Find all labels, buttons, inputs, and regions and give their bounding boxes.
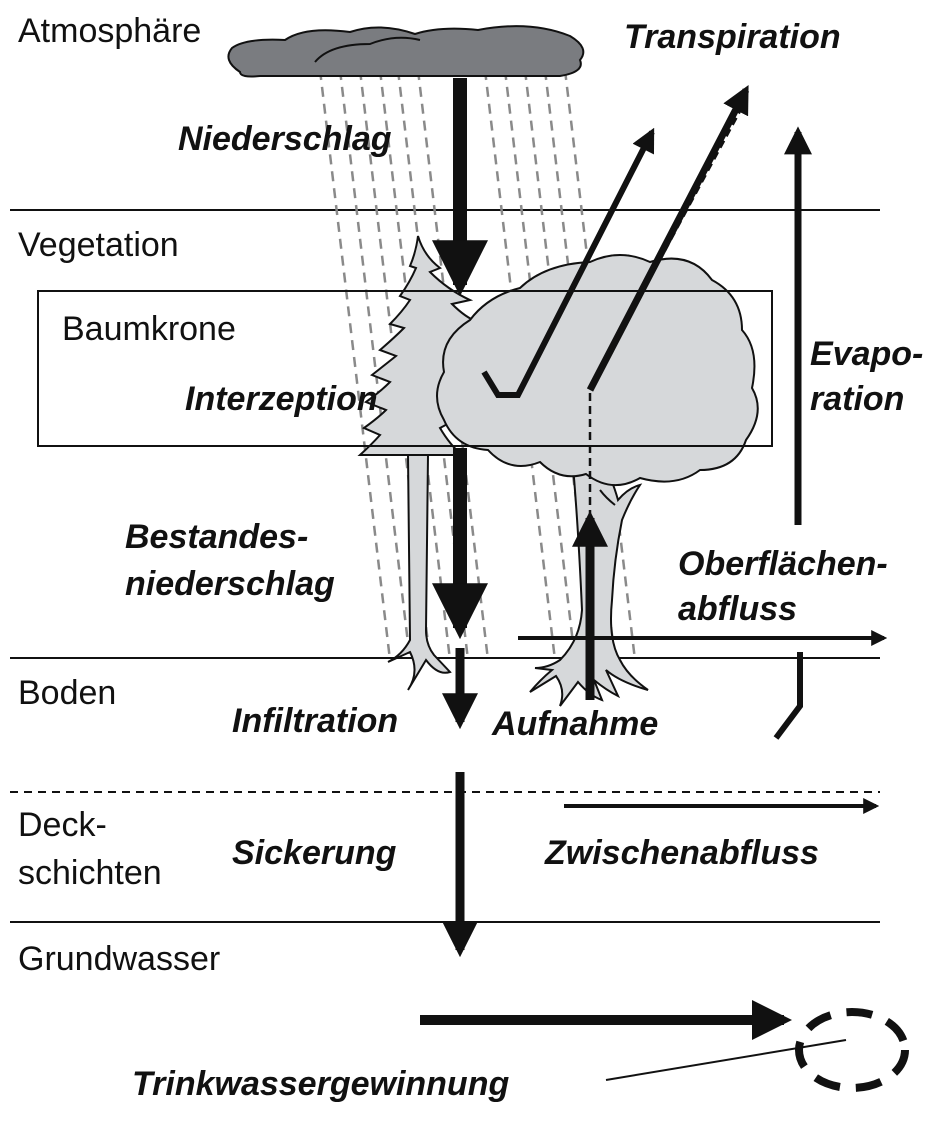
- evaporation-soil-line: [776, 652, 800, 738]
- label-cover-line1: Deck-: [18, 806, 107, 844]
- label-throughfall-line2: niederschlag: [125, 565, 335, 603]
- label-atmosphere: Atmosphäre: [18, 12, 201, 50]
- label-precipitation: Niederschlag: [178, 120, 392, 158]
- cloud-icon: [228, 26, 583, 76]
- well-ellipse-icon: [799, 1012, 905, 1088]
- label-seepage: Sickerung: [232, 834, 397, 872]
- label-runoff-line1: Oberflächen-: [678, 545, 888, 583]
- label-evaporation-line1: Evapo-: [810, 335, 923, 373]
- label-soil: Boden: [18, 674, 116, 712]
- label-drinking-water: Trinkwassergewinnung: [132, 1065, 509, 1103]
- label-canopy: Baumkrone: [62, 310, 236, 348]
- label-interception: Interzeption: [185, 380, 378, 418]
- label-interflow: Zwischenabfluss: [544, 834, 819, 872]
- label-transpiration: Transpiration: [624, 18, 841, 56]
- label-vegetation: Vegetation: [18, 226, 179, 264]
- label-runoff-line2: abfluss: [678, 590, 797, 628]
- label-cover-line2: schichten: [18, 854, 162, 892]
- label-uptake: Aufnahme: [491, 705, 658, 743]
- label-throughfall-line1: Bestandes-: [125, 518, 308, 556]
- well-pointer-line: [606, 1040, 846, 1080]
- label-groundwater: Grundwasser: [18, 940, 220, 978]
- label-evaporation-line2: ration: [810, 380, 904, 418]
- label-infiltration: Infiltration: [232, 702, 398, 740]
